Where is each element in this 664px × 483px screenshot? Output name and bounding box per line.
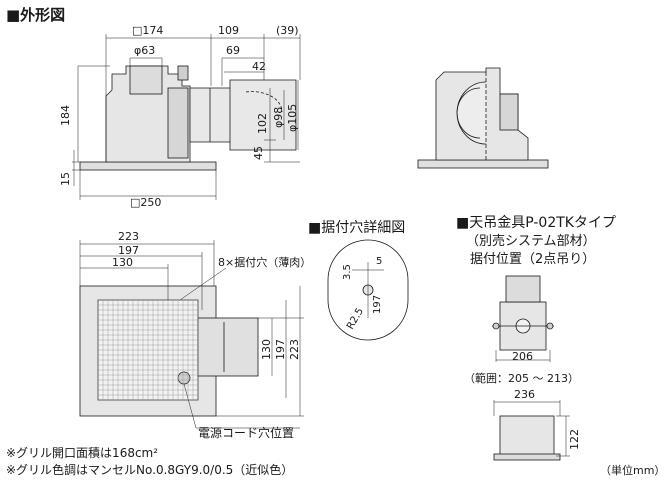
grille-color-note: ※グリル色調はマンセルNo.0.8GY9.0/0.5（近似色） [6, 463, 294, 477]
side-base-plate [79, 161, 217, 171]
hanger-position: 据付位置（2点吊り） [470, 252, 596, 267]
dim-width-bottom: □250 [130, 196, 161, 209]
hanger-subheading: （別売システム部材） [466, 234, 596, 249]
side-pipe [129, 65, 163, 95]
hanger-range-label: （範囲：205 ～ 213） [464, 372, 579, 385]
dim-45: 45 [252, 146, 265, 160]
dim-plan-130v: 130 [260, 339, 273, 360]
dim-height: 184 [59, 105, 72, 126]
dim-102: 102 [256, 113, 269, 134]
dim-hanger-122: 122 [568, 429, 581, 450]
dim-plan-130h: 130 [112, 256, 133, 269]
dim-dia105: φ105 [286, 104, 299, 132]
dim-hole-5: 5 [376, 256, 382, 267]
cord-hole-label: 電源コード穴位置 [198, 426, 295, 440]
unit-note: （単位mm） [600, 464, 664, 477]
dim-plan-223h: 223 [118, 230, 139, 243]
dim-hole-r25: R2.5 [345, 306, 366, 331]
dim-width-top: □174 [132, 24, 163, 37]
dim-duct-ext: (39) [276, 24, 299, 37]
mount-holes-label: 8×据付穴（薄肉） [218, 256, 312, 269]
grille-area-note: ※グリル開口面積は168cm² [6, 446, 159, 460]
dim-plan-223v: 223 [288, 339, 301, 360]
dim-69: 69 [226, 44, 240, 57]
dim-15: 15 [59, 172, 72, 186]
dim-hanger-236: 236 [514, 388, 535, 401]
hanger-side-body [499, 415, 555, 457]
dim-42: 42 [252, 60, 266, 73]
dim-plan-197h: 197 [118, 244, 139, 257]
dim-hole-35: 3.5 [342, 264, 353, 280]
outline-heading: ■外形図 [6, 6, 66, 24]
hole-detail-frame [327, 239, 409, 341]
hanger-heading: ■天吊金具P-02TKタイプ [456, 215, 616, 231]
mount-hole-heading: ■据付穴詳細図 [308, 220, 406, 236]
plan-duct [197, 317, 259, 377]
front-base-plate [417, 159, 549, 169]
plan-grille-mesh [97, 299, 199, 401]
dim-pipe-dia: φ63 [134, 44, 155, 57]
dim-hole-197: 197 [372, 295, 383, 314]
dim-dia98: φ98 [272, 107, 285, 128]
dim-plan-197v: 197 [274, 339, 287, 360]
dim-duct-len: 109 [218, 24, 239, 37]
side-duct [189, 79, 297, 151]
dim-hanger-206: 206 [512, 350, 533, 363]
